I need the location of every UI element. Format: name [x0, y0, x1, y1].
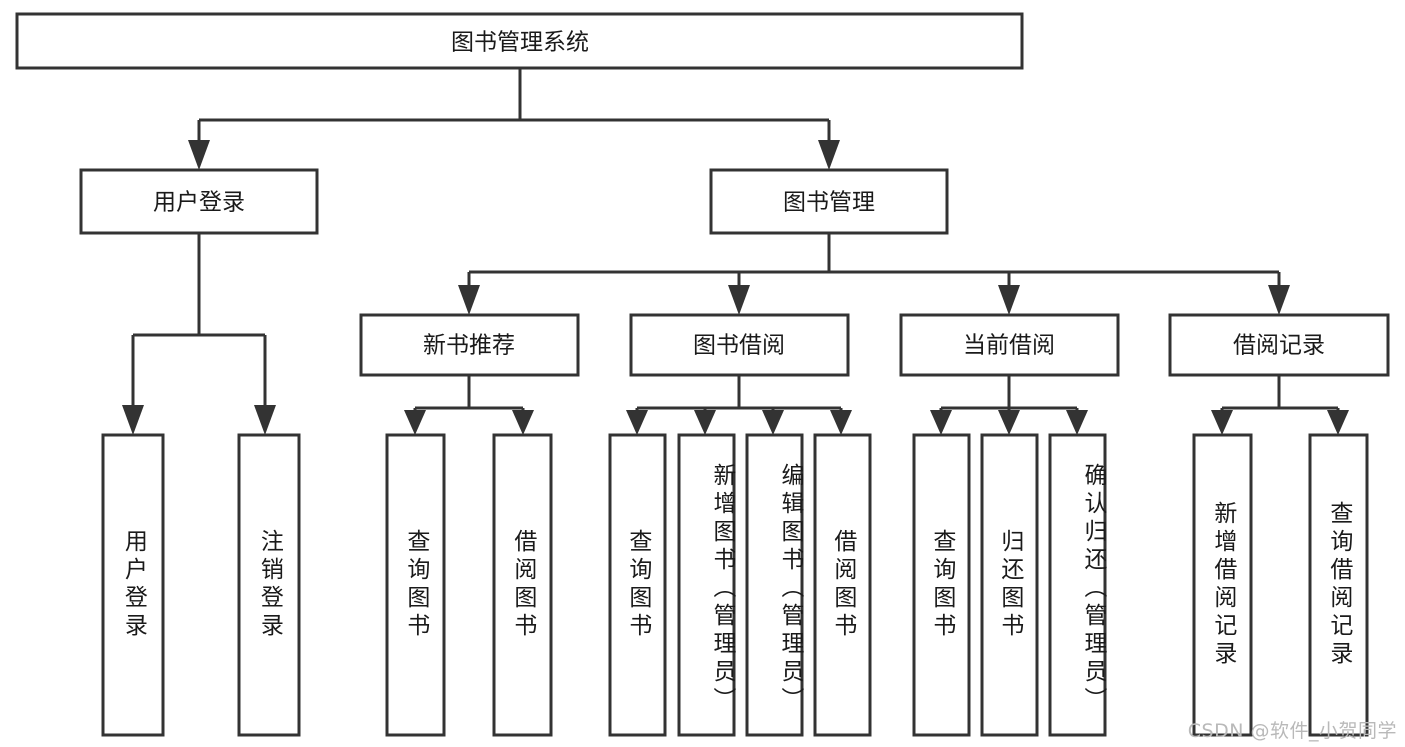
connector-userlogin-to-leaves: [122, 233, 276, 435]
leaf-box-user-login-logout[interactable]: [237, 433, 301, 737]
leaf-box-bookborrow-query[interactable]: [608, 433, 667, 737]
node-root-system[interactable]: 图书管理系统: [15, 12, 1024, 70]
connector-bookborrow-to-leaves: [626, 375, 852, 435]
leaf-box-borrowrecord-query[interactable]: [1308, 433, 1369, 737]
leaf-box-newbook-query[interactable]: [385, 433, 446, 737]
node-label-user-login: 用户登录: [153, 190, 245, 216]
csdn-watermark: CSDN @软件_小贺同学: [1187, 720, 1397, 742]
leaf-box-bookborrow-add[interactable]: [677, 433, 736, 737]
node-label-new-book-recommend: 新书推荐: [423, 333, 515, 359]
leaf-box-currentborrow-return[interactable]: [980, 433, 1039, 737]
connector-newbook-to-leaves: [404, 375, 534, 435]
node-current-borrow[interactable]: 当前借阅: [899, 313, 1120, 377]
leaf-box-user-login-login[interactable]: [101, 433, 165, 737]
connector-borrowrecord-to-leaves: [1211, 375, 1349, 435]
connector-currentborrow-to-leaves: [930, 375, 1088, 435]
connector-root-to-level2: [188, 68, 840, 170]
node-label-borrow-record: 借阅记录: [1233, 333, 1325, 359]
node-book-borrow[interactable]: 图书借阅: [629, 313, 850, 377]
node-user-login[interactable]: 用户登录: [79, 168, 319, 235]
node-book-management[interactable]: 图书管理: [709, 168, 949, 235]
connector-bookmgmt-to-level3: [458, 233, 1290, 315]
leaf-box-newbook-borrow[interactable]: [492, 433, 553, 737]
leaf-box-borrowrecord-add[interactable]: [1192, 433, 1253, 737]
node-label-root: 图书管理系统: [451, 30, 589, 56]
leaf-box-bookborrow-edit[interactable]: [745, 433, 804, 737]
node-label-current-borrow: 当前借阅: [963, 333, 1055, 359]
leaf-box-bookborrow-borrow[interactable]: [813, 433, 872, 737]
node-new-book-recommend[interactable]: 新书推荐: [359, 313, 580, 377]
leaf-box-currentborrow-query[interactable]: [912, 433, 971, 737]
node-label-book-borrow: 图书借阅: [693, 333, 785, 359]
node-label-book-management: 图书管理: [783, 190, 875, 216]
leaf-box-currentborrow-confirm[interactable]: [1048, 433, 1107, 737]
node-borrow-record[interactable]: 借阅记录: [1168, 313, 1390, 377]
